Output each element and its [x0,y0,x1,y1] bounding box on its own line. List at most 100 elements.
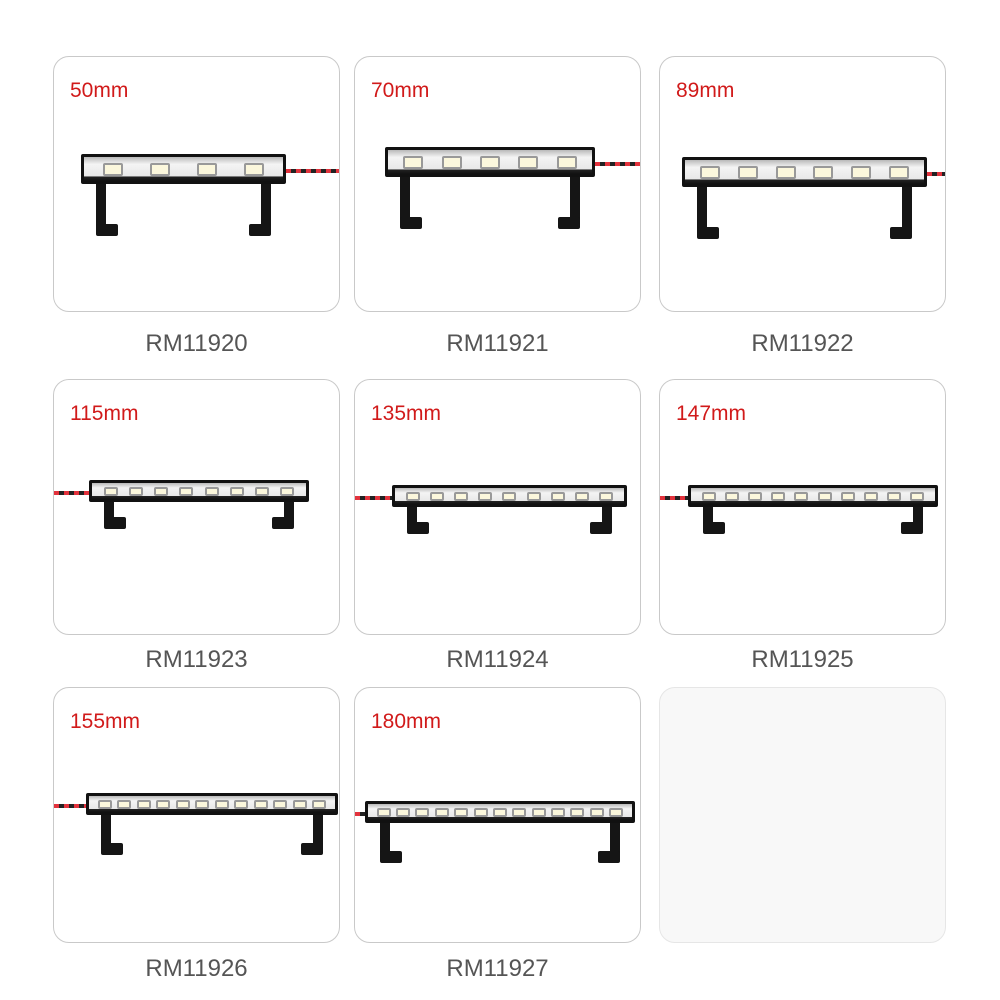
led [376,807,391,817]
led [701,491,716,501]
model-number: RM11926 [145,955,248,982]
led [531,807,546,817]
led [910,491,925,501]
led [280,486,295,496]
led [154,486,169,496]
led [598,491,613,501]
model-number: RM11921 [446,330,549,357]
led [813,165,834,179]
led [430,491,445,501]
led [292,799,307,809]
led [97,799,112,809]
led [512,807,527,817]
led [234,799,249,809]
led [454,491,469,501]
model-number: RM11922 [751,330,854,357]
led [204,486,219,496]
led [406,491,421,501]
led [229,486,244,496]
led [589,807,604,817]
led [473,807,488,817]
model-number: RM11925 [751,646,854,673]
led [574,491,589,501]
wire [355,496,392,500]
led [699,165,720,179]
led [747,491,762,501]
led [887,491,902,501]
empty-card [659,687,946,943]
led [403,155,424,169]
led [196,162,217,176]
led [128,486,143,496]
led [502,491,517,501]
product-card[interactable]: 115mm [53,379,340,635]
model-number: RM11924 [446,646,549,673]
led [889,165,910,179]
led [526,491,541,501]
led [441,155,462,169]
wire [286,169,339,173]
led [478,491,493,501]
product-card[interactable]: 135mm [354,379,641,635]
led [415,807,430,817]
product-card[interactable]: 50mm [53,56,340,312]
size-label: 115mm [70,402,139,425]
led [570,807,585,817]
led [794,491,809,501]
led [150,162,171,176]
size-label: 135mm [371,402,442,425]
led [518,155,539,169]
led [195,799,210,809]
product-card[interactable]: 180mm [354,687,641,943]
wire [595,162,640,166]
led [175,799,190,809]
led [312,799,327,809]
led [117,799,132,809]
led [136,799,151,809]
led [156,799,171,809]
led [851,165,872,179]
size-label: 147mm [676,402,747,425]
led [214,799,229,809]
product-card[interactable]: 147mm [659,379,946,635]
led [771,491,786,501]
led [775,165,796,179]
wire [54,491,89,495]
led [454,807,469,817]
led [273,799,288,809]
product-card[interactable]: 155mm [53,687,340,943]
size-label: 180mm [371,710,442,733]
led [550,491,565,501]
led [103,162,124,176]
product-card[interactable]: 70mm [354,56,641,312]
size-label: 70mm [371,79,430,102]
led [817,491,832,501]
size-label: 50mm [70,79,129,102]
led [840,491,855,501]
led [479,155,500,169]
led [434,807,449,817]
led [737,165,758,179]
led [551,807,566,817]
size-label: 89mm [676,79,735,102]
wire [54,804,86,808]
model-number: RM11920 [145,330,248,357]
led [863,491,878,501]
size-label: 155mm [70,710,141,733]
led [724,491,739,501]
led [556,155,577,169]
wire [927,172,945,176]
wire [355,812,365,816]
led [253,799,268,809]
led [243,162,264,176]
led [396,807,411,817]
led [255,486,270,496]
model-number: RM11927 [446,955,549,982]
led [179,486,194,496]
product-card[interactable]: 89mm [659,56,946,312]
wire [660,496,688,500]
led [609,807,624,817]
led [492,807,507,817]
model-number: RM11923 [145,646,248,673]
led [103,486,118,496]
